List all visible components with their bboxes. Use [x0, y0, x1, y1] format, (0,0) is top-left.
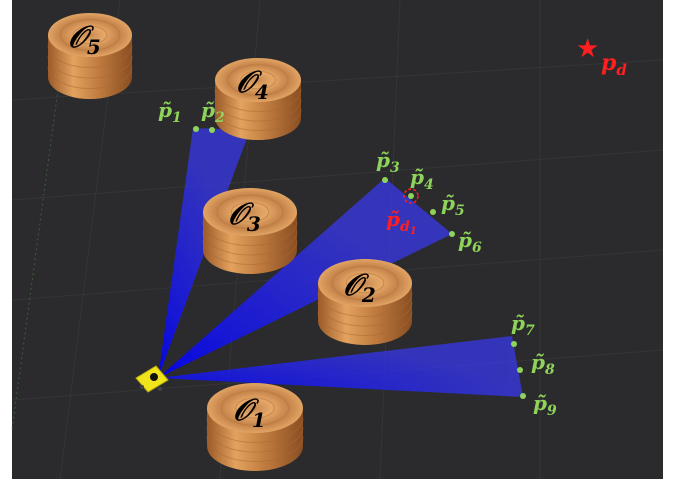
- point-label-p5: p̃5: [441, 191, 465, 219]
- goal-label: pd: [601, 50, 627, 79]
- point-marker: [511, 341, 517, 347]
- laser-beam-3: [158, 336, 523, 397]
- point-p8: p̃8: [517, 350, 555, 378]
- point-p5: p̃5: [430, 191, 465, 219]
- point-p6: p̃6: [449, 228, 482, 256]
- circle-target-icon: [403, 188, 419, 204]
- point-marker: [517, 367, 523, 373]
- point-marker: [430, 209, 436, 215]
- frontier-points: p̃1 p̃2 p̃3 p̃4 p̃5 p̃6 p̃7 p̃8 p̃9: [158, 98, 557, 419]
- obstacle-o5: 𝒪5: [47, 13, 133, 99]
- point-label-p1: p̃1: [158, 98, 182, 126]
- point-p3: p̃3: [376, 148, 400, 183]
- point-p7: p̃7: [511, 311, 535, 347]
- point-label-p8: p̃8: [531, 350, 555, 378]
- point-p1: p̃1: [158, 98, 199, 132]
- point-marker: [209, 127, 215, 133]
- point-label-p7: p̃7: [511, 311, 535, 339]
- subgoal-sub: d: [400, 219, 410, 235]
- point-marker: [408, 193, 414, 199]
- axis-line: [11, 59, 63, 431]
- robot: [135, 365, 169, 393]
- obstacle-o3: 𝒪3: [202, 188, 298, 274]
- point-label-p6: p̃6: [458, 228, 482, 256]
- point-p4: p̃4: [408, 165, 434, 199]
- point-marker: [520, 393, 526, 399]
- point-marker: [449, 231, 455, 237]
- point-p9: p̃9: [520, 391, 557, 419]
- point-marker: [193, 126, 199, 132]
- laser-beam-2: [158, 178, 452, 378]
- point-label-p2: p̃2: [201, 98, 225, 126]
- point-label-p3: p̃3: [376, 148, 400, 176]
- point-label-p9: p̃9: [533, 391, 557, 419]
- obstacle-o4: 𝒪4: [214, 58, 302, 140]
- point-p2: p̃2: [201, 98, 225, 133]
- point-label-p4: p̃4: [410, 165, 434, 193]
- subgoal-label: p̃d1: [386, 207, 417, 237]
- obstacle-o2: 𝒪2: [317, 259, 413, 345]
- obstacle-o1: 𝒪1: [206, 383, 304, 471]
- point-marker: [382, 177, 388, 183]
- star-icon: ★: [576, 34, 599, 64]
